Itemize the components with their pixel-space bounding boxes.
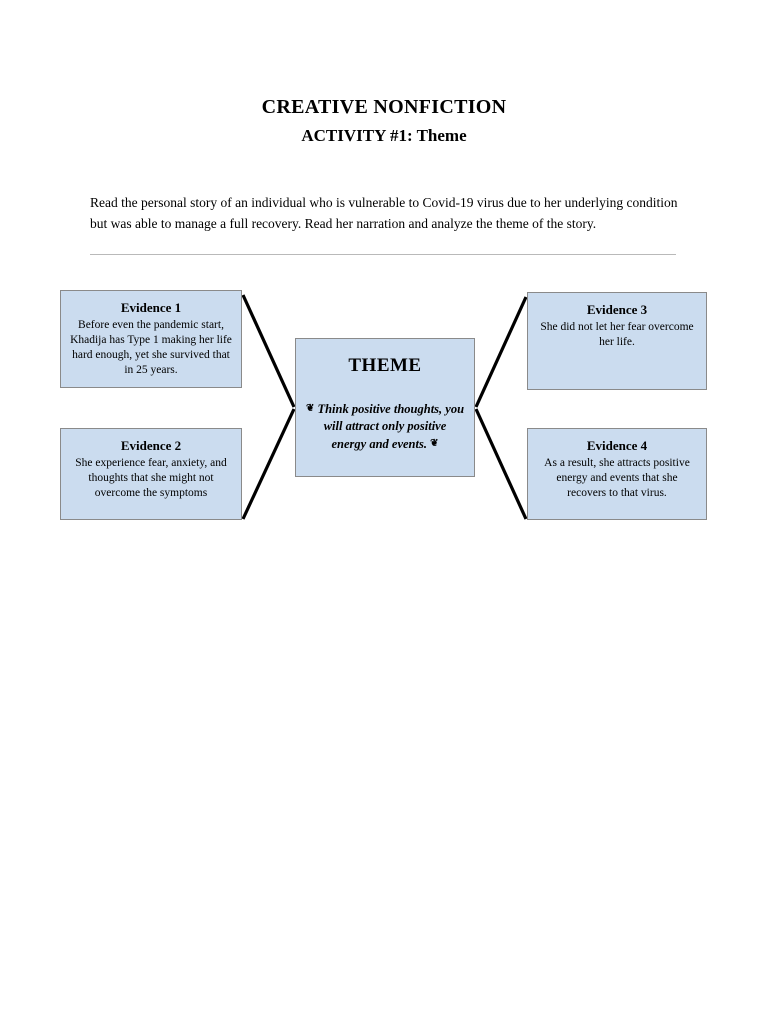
connector-evidence-2: [241, 408, 296, 520]
evidence-3-title: Evidence 3: [586, 302, 648, 317]
connector-evidence-4: [474, 408, 528, 520]
evidence-4-body: As a result, she attracts positive energ…: [544, 457, 690, 499]
close-quote-icon: ❦: [430, 438, 439, 449]
connector-evidence-1: [241, 294, 296, 408]
theme-heading: THEME: [348, 355, 422, 376]
theme-statement-text: Think positive thoughts, you will attrac…: [317, 402, 465, 451]
evidence-4-title: Evidence 4: [586, 438, 648, 453]
horizontal-rule: [90, 254, 676, 255]
theme-statement: ❦ Think positive thoughts, you will attr…: [305, 400, 465, 453]
evidence-2-node: Evidence 2 She experience fear, anxiety,…: [60, 428, 242, 520]
evidence-1-title: Evidence 1: [120, 300, 182, 315]
evidence-3-body: She did not let her fear overcome her li…: [540, 321, 694, 348]
connector-evidence-3: [474, 296, 528, 408]
document-title: CREATIVE NONFICTION: [261, 96, 507, 118]
evidence-3-node: Evidence 3 She did not let her fear over…: [527, 292, 707, 390]
theme-node: THEME ❦ Think positive thoughts, you wil…: [295, 338, 475, 477]
evidence-2-title: Evidence 2: [120, 438, 182, 453]
evidence-1-node: Evidence 1 Before even the pandemic star…: [60, 290, 242, 388]
document-subtitle: ACTIVITY #1: Theme: [301, 126, 467, 145]
evidence-4-node: Evidence 4 As a result, she attracts pos…: [527, 428, 707, 520]
evidence-2-body: She experience fear, anxiety, and though…: [75, 457, 227, 499]
open-quote-icon: ❦: [305, 403, 315, 414]
evidence-1-body: Before even the pandemic start, Khadija …: [70, 319, 232, 376]
intro-paragraph: Read the personal story of an individual…: [90, 194, 678, 232]
